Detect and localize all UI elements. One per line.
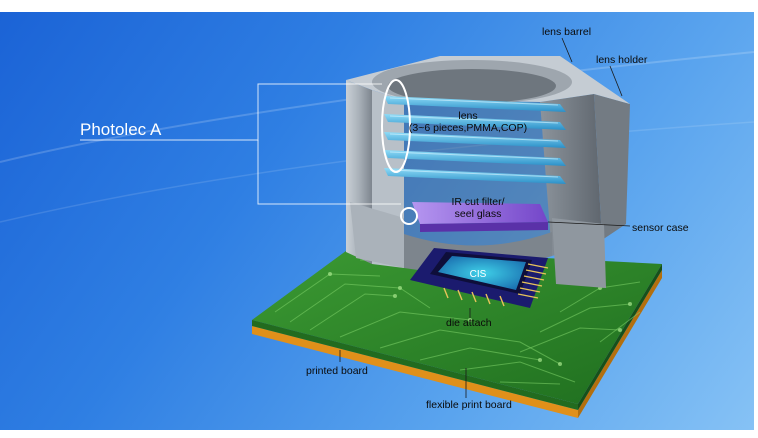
cis-label: CIS [470, 269, 487, 280]
flexible-print-board-label: flexible print board [426, 399, 512, 411]
callout-lines [80, 79, 418, 225]
flexible-print-board [252, 270, 662, 418]
die-attach-label: die attach [446, 317, 492, 329]
lens-spec-label: (3~6 pieces,PMMA,COP) [409, 122, 527, 134]
lens-holder-label: lens holder [596, 54, 648, 66]
cis-sensor [410, 248, 549, 308]
ir-cut-filter [412, 202, 548, 232]
lens-barrel-label: lens barrel [542, 26, 591, 38]
label-leaders [339, 37, 631, 398]
light-streak [0, 51, 754, 163]
camera-module-diagram: Photolec A lens barrel lens holder lens … [0, 26, 754, 418]
brand-label: Photolec A [80, 120, 162, 139]
lens-label: lens [458, 110, 477, 122]
sensor-case-label: sensor case [632, 222, 689, 234]
printed-board [252, 248, 662, 410]
diagram-canvas: Photolec A lens barrel lens holder lens … [0, 12, 754, 430]
ir-filter-label: IR cut filter/ [451, 196, 504, 208]
printed-board-label: printed board [306, 365, 368, 377]
seel-glass-label: seel glass [455, 208, 502, 220]
lens-stack [384, 96, 566, 184]
